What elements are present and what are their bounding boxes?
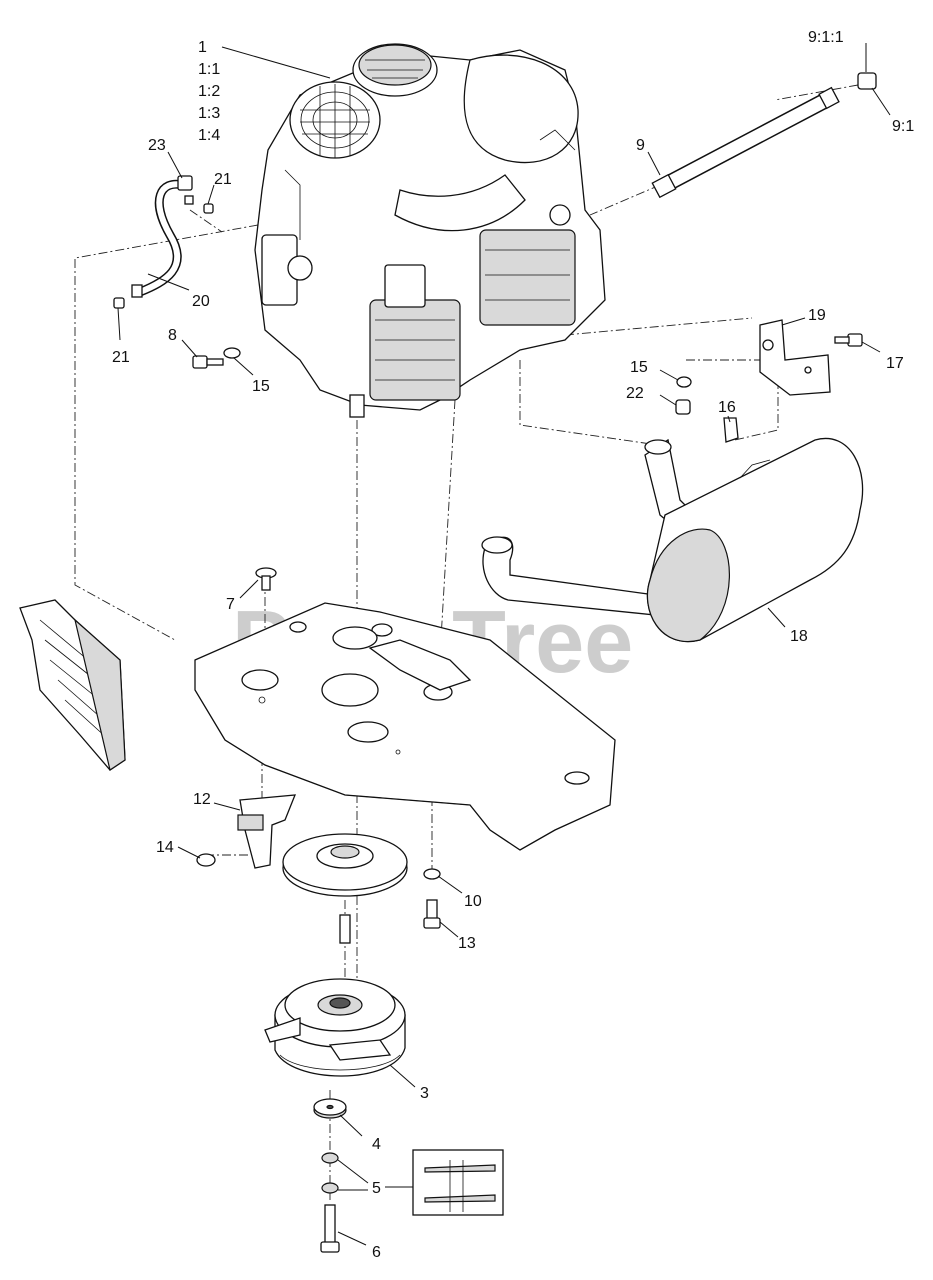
callout-9-1-1: 9:1:1 [808, 29, 844, 46]
muffler [481, 437, 864, 643]
callout-1: 1 [198, 39, 207, 56]
callout-14: 14 [156, 839, 174, 856]
callout-15-left: 15 [252, 378, 270, 395]
fuel-line [651, 72, 877, 199]
callout-labels: 1 1:1 1:2 1:3 1:4 23 21 20 21 8 15 9:1:1… [112, 29, 914, 1261]
callout-16: 16 [718, 399, 736, 416]
callout-21-bottom: 21 [112, 349, 130, 366]
callout-20: 20 [192, 293, 210, 310]
callout-1-1: 1:1 [198, 61, 220, 78]
fuel-hose-assembly [113, 175, 214, 309]
callout-18: 18 [790, 628, 808, 645]
clutch-bolt [320, 1204, 340, 1253]
spacers [321, 1149, 504, 1216]
callout-1-4: 1:4 [198, 127, 220, 144]
callout-21-top: 21 [214, 171, 232, 188]
callout-7: 7 [226, 596, 235, 613]
washer-and-bolt [423, 868, 441, 929]
callout-1-2: 1:2 [198, 83, 220, 100]
muffler-bracket-hardware [675, 319, 863, 443]
engine [254, 43, 606, 418]
engine-deck-plate [194, 602, 616, 851]
callout-19: 19 [808, 307, 826, 324]
side-shield [19, 599, 126, 771]
pin [255, 567, 277, 591]
callout-1-3: 1:3 [198, 105, 220, 122]
callout-13: 13 [458, 935, 476, 952]
callout-8: 8 [168, 327, 177, 344]
callout-4: 4 [372, 1136, 381, 1153]
callout-5: 5 [372, 1180, 381, 1197]
bolt-and-washer-left [192, 347, 241, 369]
belt-guard [237, 794, 296, 869]
callout-12: 12 [193, 791, 211, 808]
callout-23: 23 [148, 137, 166, 154]
thick-washer [313, 1098, 347, 1119]
leader-lines [117, 43, 891, 1246]
callout-9-1: 9:1 [892, 118, 914, 135]
callout-17: 17 [886, 355, 904, 372]
callout-6: 6 [372, 1244, 381, 1261]
callout-15-right: 15 [630, 359, 648, 376]
flange-nut [196, 853, 216, 867]
electric-clutch [264, 978, 406, 1077]
callout-22: 22 [626, 385, 644, 402]
callout-10: 10 [464, 893, 482, 910]
callout-3: 3 [420, 1085, 429, 1102]
callout-9: 9 [636, 137, 645, 154]
engine-pulley [282, 833, 408, 944]
